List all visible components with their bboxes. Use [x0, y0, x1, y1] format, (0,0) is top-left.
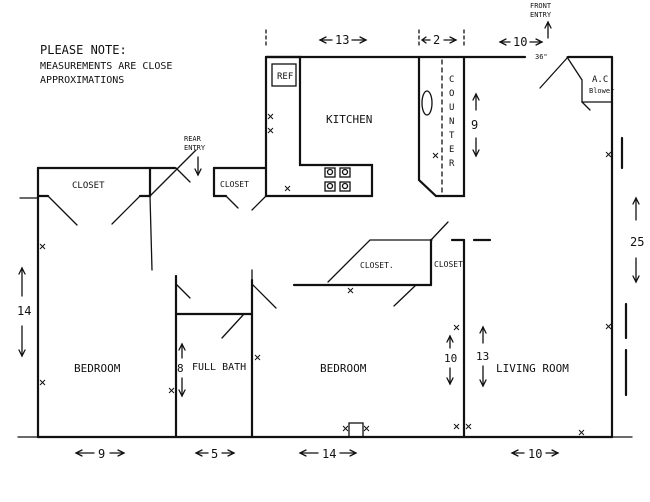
kitchen-area: REF KITCHEN: [264, 55, 374, 198]
bedroom-center-label: BEDROOM: [320, 362, 367, 375]
rear-entry-label-1: REAR: [184, 135, 202, 143]
dimension-left-14: 14: [17, 304, 31, 318]
rear-entry-label-2: ENTRY: [184, 144, 206, 152]
closet-center: CLOSET. CLOSET: [292, 221, 492, 439]
ac-blower-label: Blower: [589, 87, 614, 95]
front-entry-label-2: ENTRY: [530, 11, 552, 19]
kitchen-label: KITCHEN: [326, 113, 372, 126]
sink-basin: [421, 90, 433, 116]
closet-middle: CLOSET: [212, 166, 268, 211]
dimension-bottom-10: 10: [528, 447, 542, 461]
counter-letter-3: U: [449, 103, 454, 113]
counter-island: C O U N T E R 9: [417, 55, 480, 198]
dimension-top-2: 2: [433, 33, 440, 47]
counter-letter-1: C: [449, 75, 454, 85]
closet-center-label: CLOSET.: [360, 261, 394, 270]
dimension-bottom-5: 5: [211, 447, 218, 461]
stove: [324, 167, 351, 192]
front-entry-label-1: FRONT: [530, 2, 552, 10]
closet-left-label: CLOSET: [72, 181, 105, 191]
rear-entry: REAR ENTRY: [175, 135, 206, 183]
counter-letter-4: N: [449, 117, 454, 127]
dimensions-bottom: 9 5 14 10: [74, 447, 560, 461]
note-line-1: PLEASE NOTE:: [40, 43, 127, 57]
disclaimer-note: PLEASE NOTE: MEASUREMENTS ARE CLOSE APPR…: [40, 43, 172, 86]
dimensions-top: 13 2 10: [265, 29, 544, 49]
closet-middle-label: CLOSET: [220, 180, 249, 189]
ac-blower-closet: A.C Blower 36": [535, 53, 614, 111]
note-line-3: APPROXIMATIONS: [40, 75, 124, 86]
front-entry: FRONT ENTRY: [530, 2, 552, 39]
closet-right-label: CLOSET: [434, 260, 463, 269]
outer-walls: [17, 55, 633, 439]
ac-label: A.C: [592, 75, 608, 85]
front-door-swing: [539, 56, 569, 89]
dimension-top-13: 13: [335, 33, 349, 47]
outlet-marks: [39, 151, 612, 438]
bedroom-left-label: BEDROOM: [74, 362, 121, 375]
counter-letter-6: E: [449, 145, 454, 155]
dimension-closet-10: 10: [444, 352, 457, 365]
dimension-bath-8: 8: [177, 362, 184, 375]
dimensions-vertical: 14 8 10 13 25: [17, 196, 644, 398]
door-width-label: 36": [535, 53, 548, 61]
dimension-right-25: 25: [630, 235, 644, 249]
dimension-counter-9: 9: [471, 118, 478, 132]
counter-letter-2: O: [449, 89, 454, 99]
living-room-label: LIVING ROOM: [496, 362, 569, 375]
dimension-bottom-14: 14: [322, 447, 336, 461]
counter-letter-5: T: [449, 131, 455, 141]
closet-left: CLOSET: [36, 149, 197, 271]
note-line-2: MEASUREMENTS ARE CLOSE: [40, 61, 172, 72]
dimension-top-10: 10: [513, 35, 527, 49]
living-room-window-marks: [620, 136, 628, 397]
dimension-bottom-9: 9: [98, 447, 105, 461]
refrigerator-box: [271, 63, 297, 87]
refrigerator-label: REF: [277, 72, 293, 82]
dimension-living-13: 13: [476, 350, 489, 363]
counter-letter-7: R: [449, 159, 455, 169]
bath-walls: [174, 269, 277, 439]
full-bath-label: FULL BATH: [192, 362, 246, 373]
